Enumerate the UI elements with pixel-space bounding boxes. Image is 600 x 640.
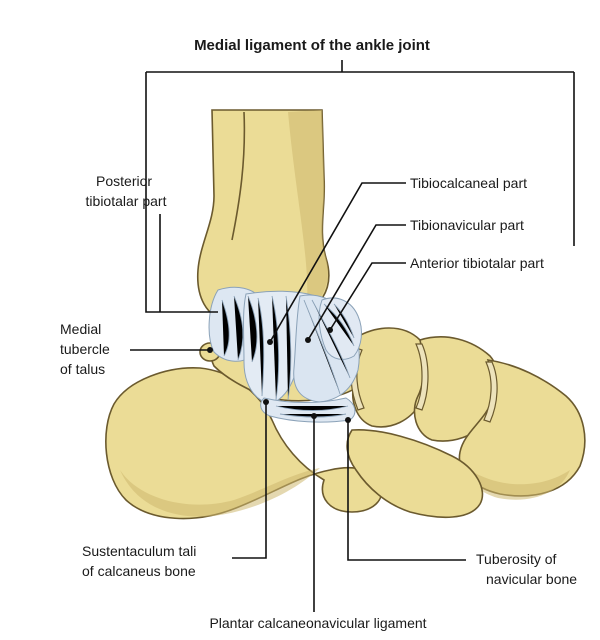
label-tibiocalcaneal: Tibiocalcaneal part: [410, 175, 527, 191]
pointer-sustentaculum: [263, 399, 269, 405]
leader-sustentaculum: [232, 402, 267, 559]
bone-illustration: [105, 109, 586, 520]
medial-ligament-illustration: [208, 286, 362, 423]
pointer-anterior-tibiotalar: [327, 327, 333, 333]
pointer-tibionavicular: [305, 337, 311, 343]
label-plantar-calcaneonavicular: Plantar calcaneonavicular ligament: [209, 615, 426, 631]
midfoot-bone: [346, 428, 484, 519]
leader-tibionavicular: [307, 224, 406, 341]
label-tibionavicular: Tibionavicular part: [410, 217, 524, 233]
leader-tuberosity: [347, 420, 466, 561]
label-posterior-tibiotalar: Posterior tibiotalar part: [86, 173, 167, 209]
title-bracket: [145, 60, 575, 313]
calcaneus-bone: [105, 367, 383, 520]
label-medial-tubercle: Medial tubercle of talus: [60, 321, 114, 377]
anterior-tibiotalar-band: [318, 297, 362, 360]
leader-anterior-tibiotalar: [329, 262, 406, 331]
label-tuberosity: Tuberosity of navicular bone: [476, 551, 577, 587]
label-sustentaculum: Sustentaculum tali of calcaneus bone: [82, 543, 200, 579]
label-anterior-tibiotalar: Anterior tibiotalar part: [410, 255, 544, 271]
pointer-plantar-calcaneonavicular: [311, 413, 317, 419]
diagram-title: Medial ligament of the ankle joint: [194, 37, 430, 54]
leader-tibiocalcaneal: [269, 182, 406, 343]
pointer-tuberosity: [345, 417, 351, 423]
pointer-tibiocalcaneal: [267, 339, 273, 345]
pointer-medial-tubercle: [207, 347, 213, 353]
